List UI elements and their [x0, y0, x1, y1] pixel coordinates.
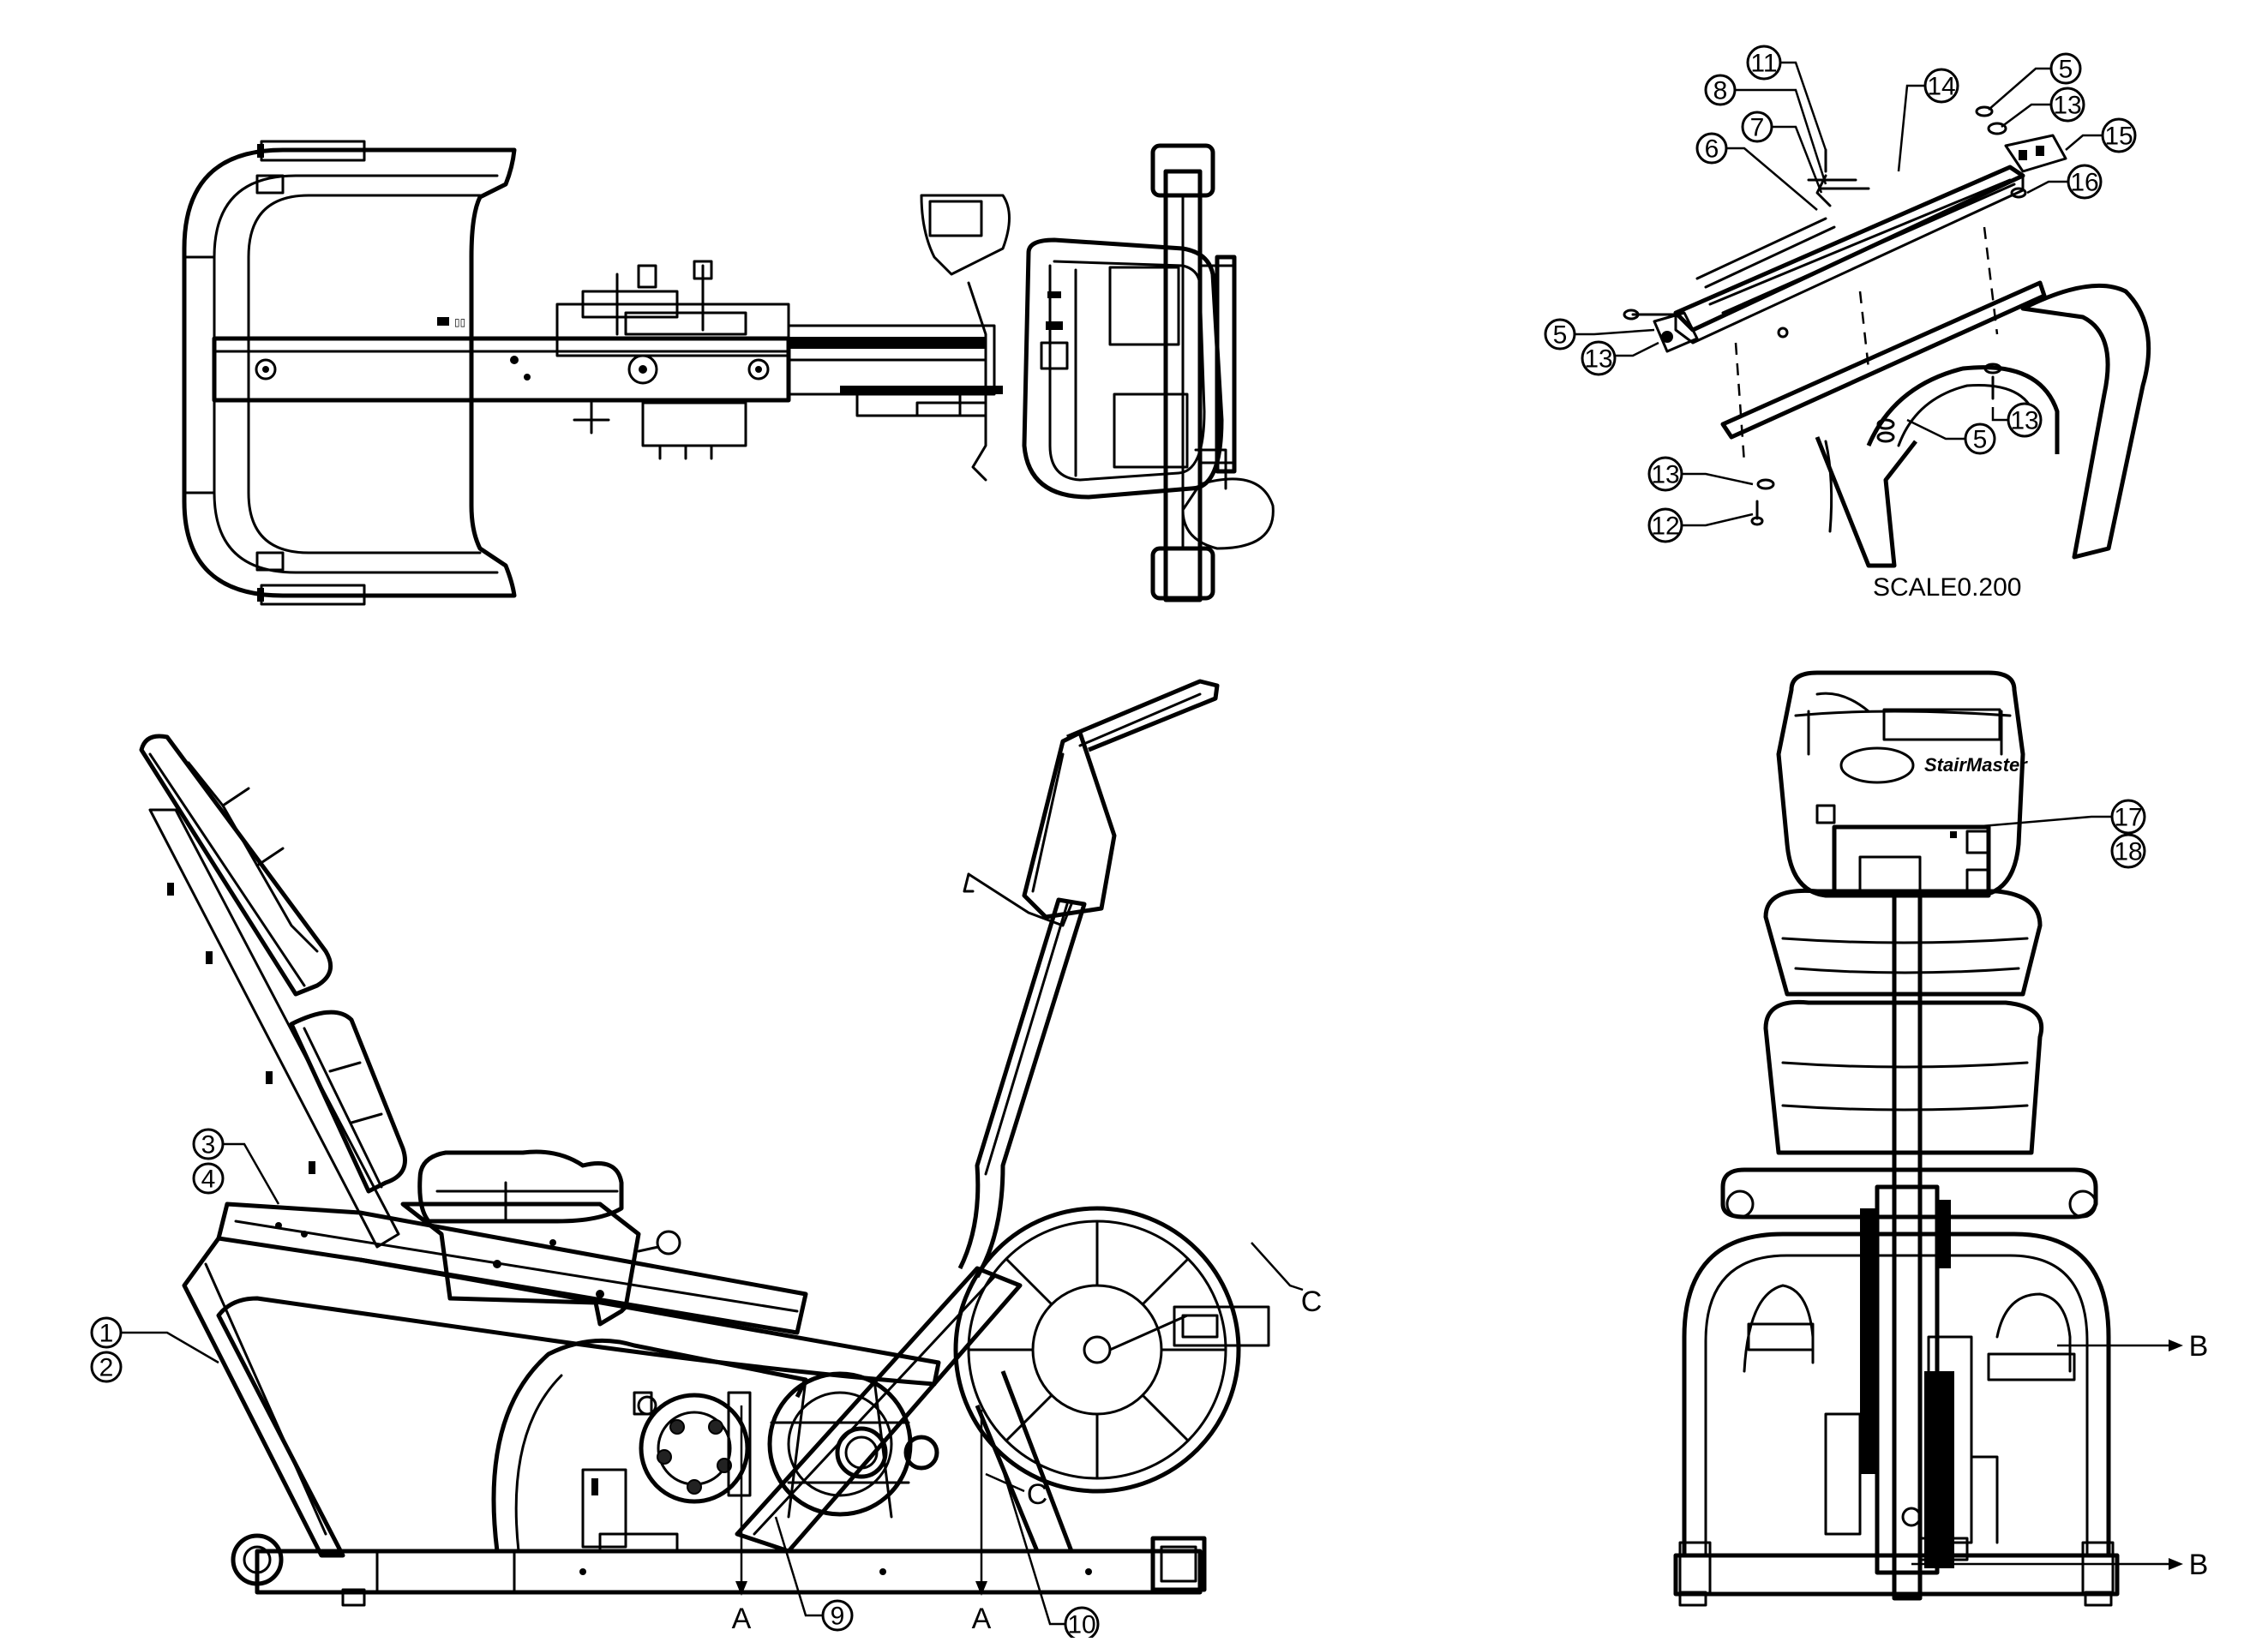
svg-text:5: 5 [1973, 426, 1988, 454]
rear-wheel [231, 1533, 284, 1586]
callout-14: 14 [1923, 68, 1959, 104]
section-c-bottom: C [1027, 1478, 1048, 1511]
callout-7: 7 [1741, 111, 1773, 143]
callout-16: 16 [2067, 164, 2103, 200]
callout-17: 17 [2110, 799, 2146, 835]
center-post [1892, 893, 1923, 1601]
svg-text:6: 6 [1705, 135, 1719, 164]
svg-text:13: 13 [1584, 345, 1612, 374]
svg-text:3: 3 [201, 1131, 216, 1160]
svg-text:5: 5 [2059, 56, 2073, 84]
front-view: StairMaster [1673, 670, 2120, 1607]
base-tube [255, 1549, 1203, 1595]
section-b-bottom: B [2189, 1549, 2209, 1581]
section-markers: A A C C B B [732, 1242, 2209, 1635]
callout-13-bottom: 13 [1647, 456, 1683, 492]
callout-9: 9 [821, 1599, 854, 1632]
section-a-left: A [732, 1603, 752, 1635]
svg-text:13: 13 [2010, 407, 2038, 435]
callout-5-right: 5 [1964, 422, 1996, 455]
callout-13-left: 13 [1581, 340, 1617, 376]
exploded-detail-view [1623, 105, 2151, 568]
svg-text:13: 13 [1651, 461, 1679, 489]
front-u-frame [1682, 1232, 2111, 1555]
svg-text:17: 17 [2114, 804, 2142, 832]
lower-bracket [1720, 280, 2047, 440]
section-b-top: B [2189, 1330, 2209, 1363]
callout-2: 2 [90, 1351, 123, 1383]
svg-text:4: 4 [201, 1166, 216, 1194]
flywheel [953, 1206, 1241, 1494]
top-view: ▯▯ [182, 140, 1275, 606]
svg-text:2: 2 [99, 1354, 114, 1382]
callout-18: 18 [2110, 833, 2146, 869]
svg-text:8: 8 [1713, 77, 1728, 105]
callout-3: 3 [192, 1128, 225, 1160]
callout-6: 6 [1695, 132, 1728, 165]
seat-backrest [139, 734, 333, 997]
brand-logo: StairMaster [1924, 754, 2028, 776]
callout-5-left: 5 [1544, 318, 1576, 351]
callout-13-top: 13 [2049, 87, 2085, 123]
callout-15: 15 [2101, 117, 2137, 153]
callout-8: 8 [1704, 74, 1737, 106]
svg-text:16: 16 [2070, 169, 2098, 197]
section-c-top: C [1301, 1285, 1323, 1318]
svg-text:5: 5 [1553, 321, 1568, 350]
svg-text:14: 14 [1927, 73, 1955, 101]
generator [639, 1393, 750, 1504]
svg-text:9: 9 [831, 1603, 845, 1631]
callout-10: 10 [1064, 1606, 1100, 1642]
side-view [139, 679, 1270, 1607]
svg-text:13: 13 [2053, 92, 2081, 120]
svg-text:15: 15 [2104, 123, 2133, 151]
seat-cushion [417, 1149, 624, 1224]
console-top-view [1022, 237, 1224, 500]
front-base [1673, 1553, 2120, 1597]
callouts: 1 2 3 4 9 10 5 [90, 45, 2146, 1642]
svg-text:11: 11 [1750, 50, 1777, 78]
callout-5-top: 5 [2049, 52, 2082, 85]
callout-11: 11 [1746, 45, 1782, 81]
callout-12: 12 [1647, 507, 1683, 543]
base-frame-outline [182, 147, 517, 598]
svg-text:18: 18 [2114, 838, 2142, 866]
svg-text:12: 12 [1651, 512, 1679, 541]
svg-text:▯▯: ▯▯ [454, 316, 465, 328]
main-beam [212, 336, 791, 403]
section-a-right: A [972, 1603, 992, 1635]
svg-text:1: 1 [99, 1320, 114, 1348]
seat-rail [1673, 165, 2025, 333]
diagonal-strut [735, 1266, 1023, 1554]
console-arm [1022, 730, 1117, 920]
callout-4: 4 [192, 1162, 225, 1195]
svg-text:7: 7 [1750, 114, 1765, 142]
front-upright [957, 897, 1087, 1279]
callout-13-right: 13 [2007, 402, 2043, 438]
scale-note: SCALE0.200 [1873, 573, 2021, 602]
svg-text:10: 10 [1067, 1611, 1095, 1639]
console-front [1776, 670, 2025, 898]
callout-1: 1 [90, 1316, 123, 1349]
